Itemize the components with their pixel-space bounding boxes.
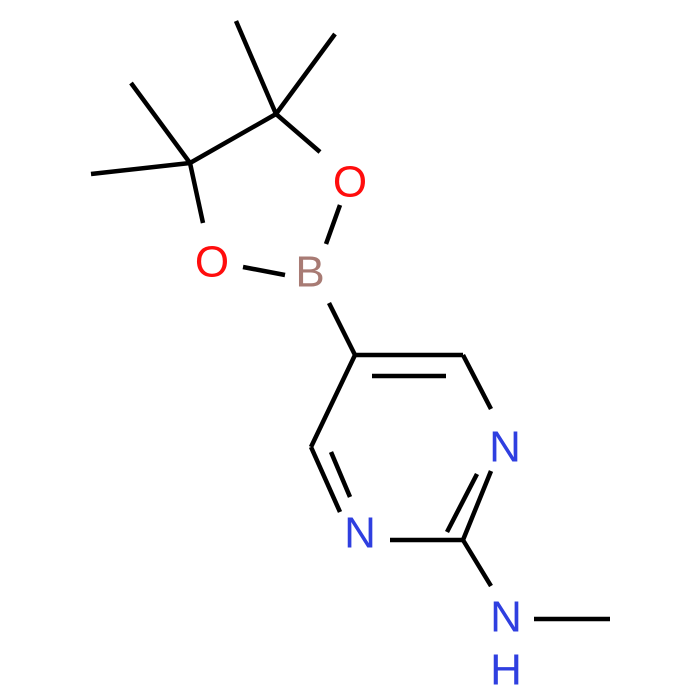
- bond-cb-methyl-2: [90, 160, 191, 177]
- bond-n1-c2-double: [445, 472, 479, 534]
- bond-n3-c4-double: [328, 451, 353, 498]
- bond-o2-b: [242, 264, 286, 278]
- bond-cb-methyl-1: [129, 81, 192, 165]
- bond-ca-methyl-1: [233, 20, 279, 115]
- bond-c4-c5: [308, 354, 358, 448]
- bond-ca-methyl-2: [274, 32, 337, 116]
- bonds: [90, 20, 610, 622]
- bond-b-c5: [326, 301, 358, 357]
- bond-n3-c4: [308, 446, 343, 513]
- atom-oxygen-1: O: [333, 158, 367, 207]
- atom-amine-hydrogen: H: [490, 646, 522, 695]
- atom-nitrogen-3: N: [344, 509, 376, 558]
- bond-c2-nh: [461, 538, 493, 588]
- bond-cb-o2: [187, 162, 206, 224]
- atom-oxygen-2: O: [195, 238, 229, 287]
- bond-c6-n1: [461, 353, 493, 411]
- bond-n1-c2: [460, 470, 494, 541]
- atom-nitrogen-1: N: [489, 423, 521, 472]
- bond-ca-cb: [188, 112, 278, 165]
- atom-labels: O O B N N N H: [195, 158, 522, 695]
- bond-o1-b: [323, 204, 343, 245]
- atom-boron: B: [295, 248, 324, 297]
- atom-amine-nitrogen: N: [490, 593, 522, 642]
- bond-ca-o1: [274, 112, 322, 154]
